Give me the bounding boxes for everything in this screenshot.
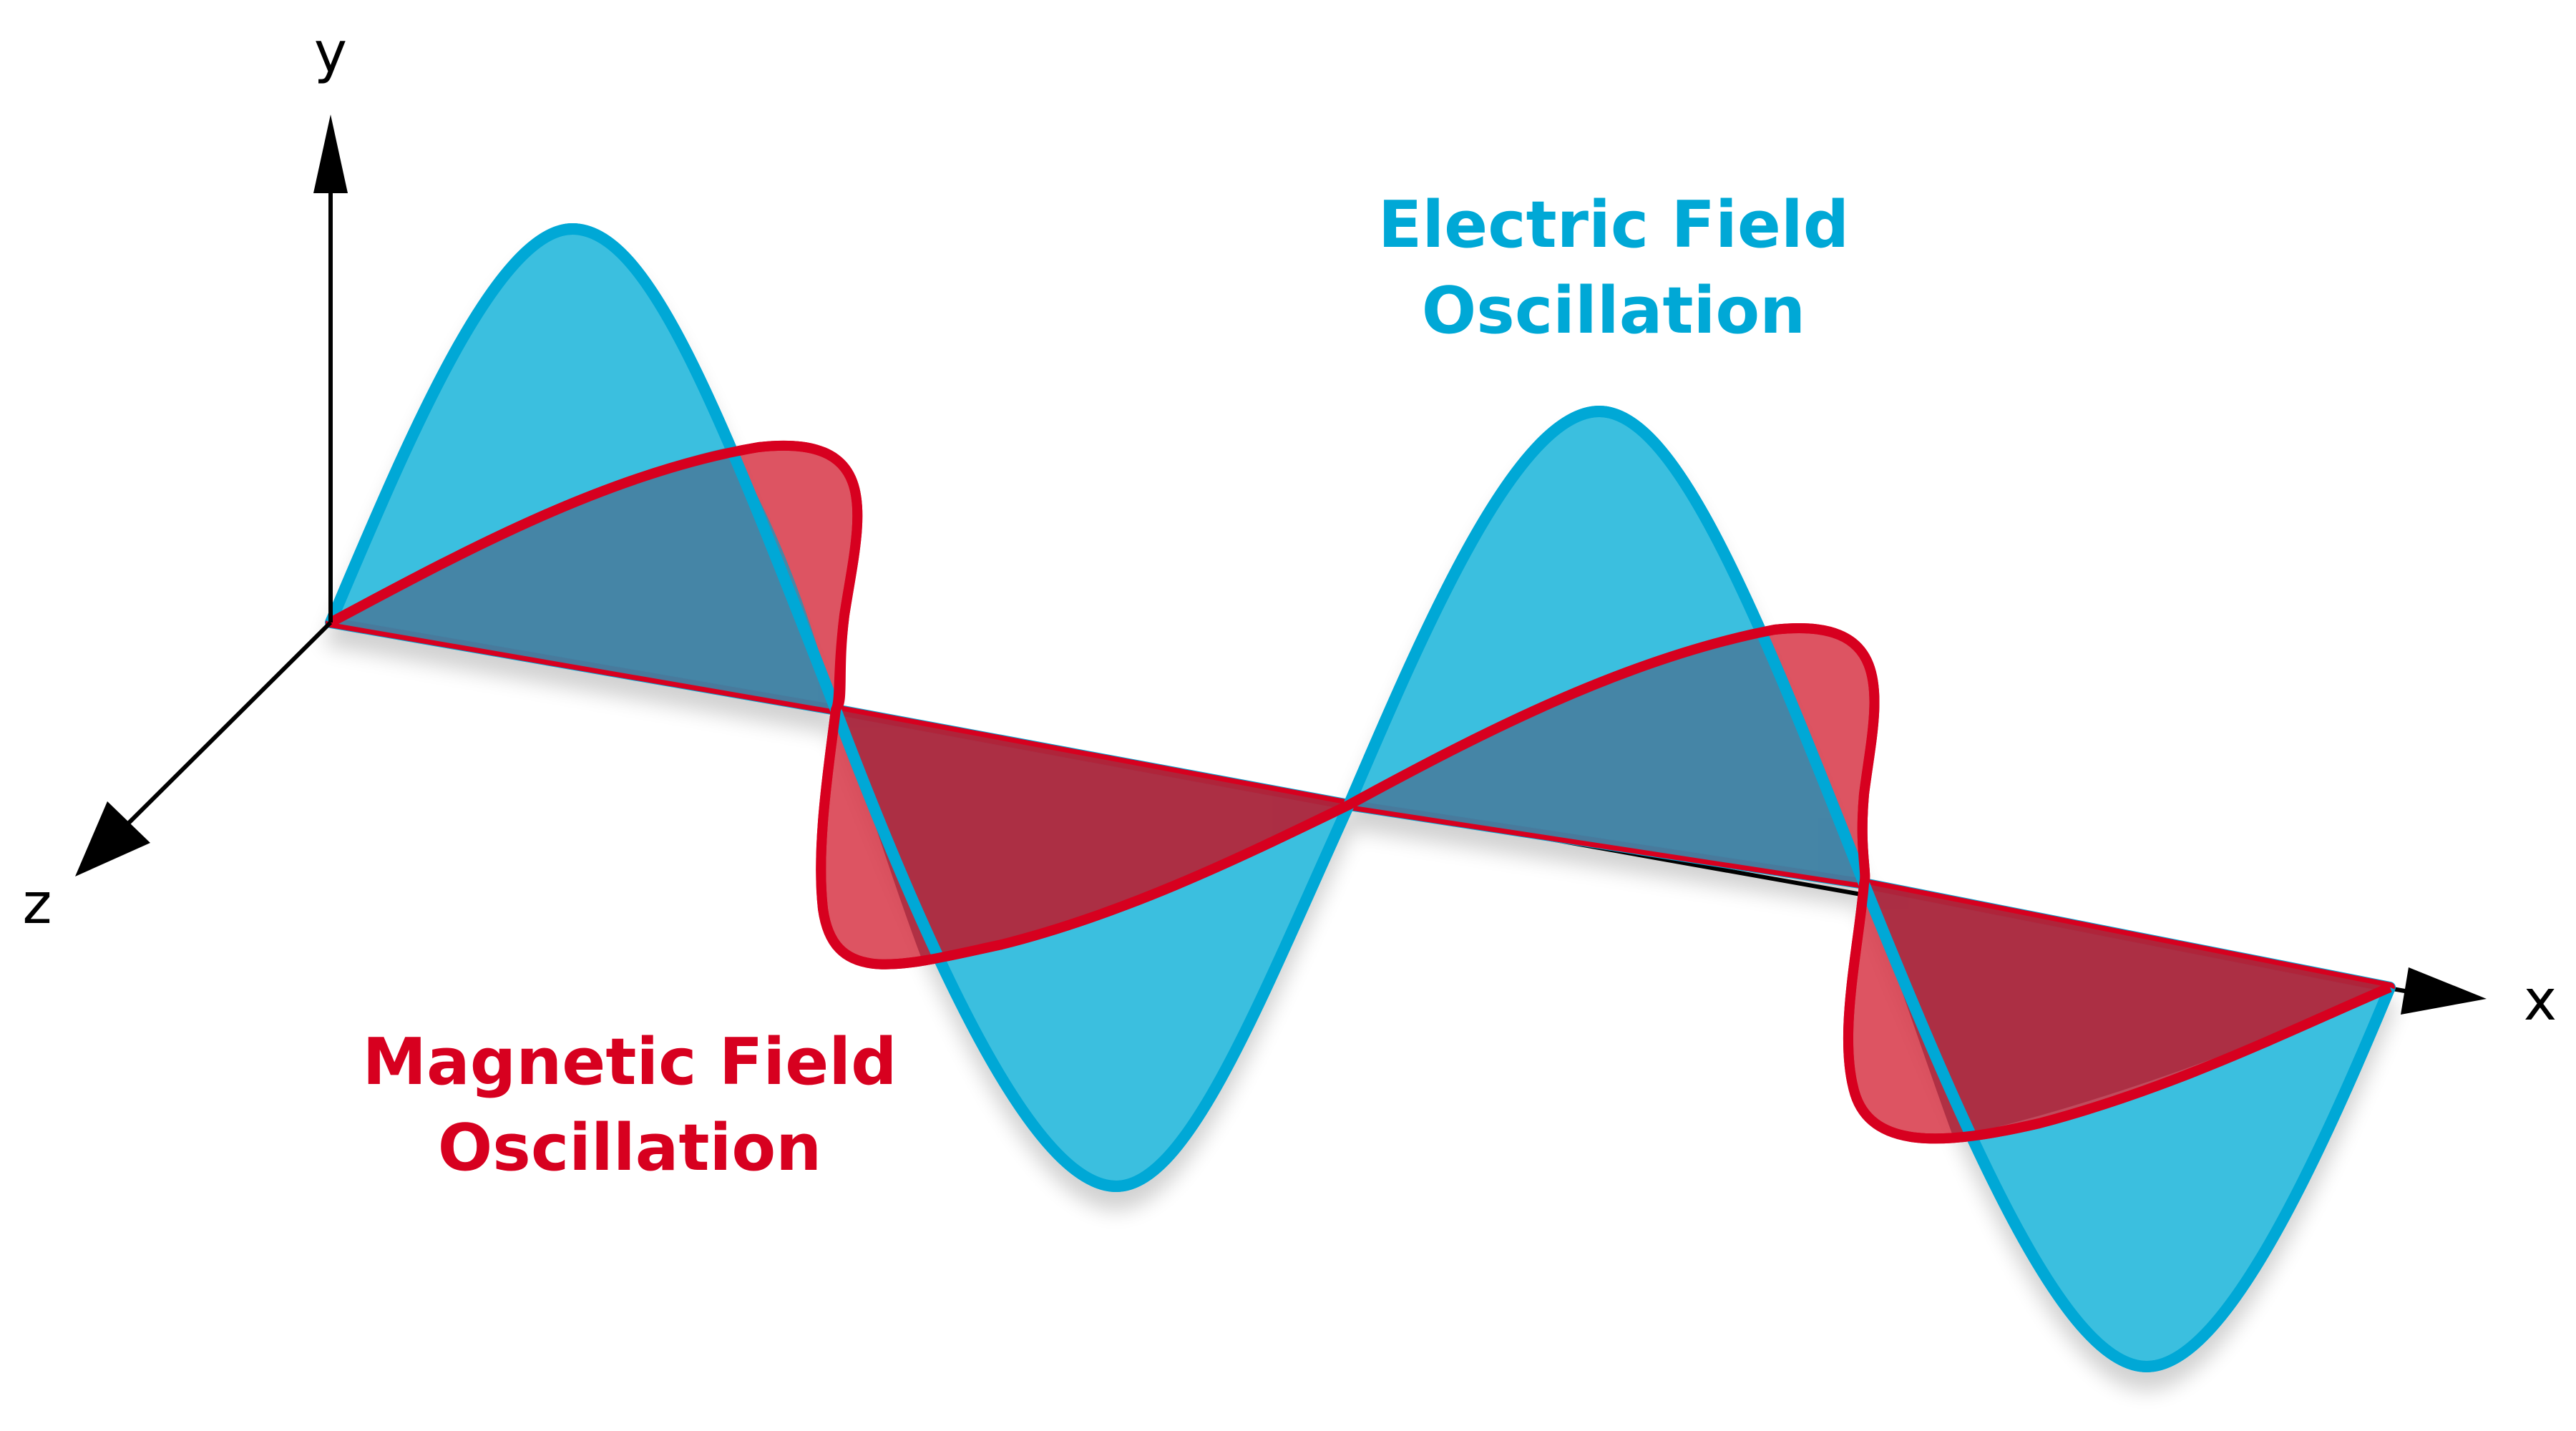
z-axis-arrowhead <box>75 801 150 876</box>
z-axis-label: z <box>23 872 52 937</box>
y-axis-arrowhead <box>313 114 348 193</box>
overlap-region-1 <box>331 447 836 710</box>
field-overlap-regions <box>331 447 2390 1138</box>
z-axis-line <box>119 620 333 832</box>
magnetic-field-label-line1: Magnetic Field <box>362 1025 897 1100</box>
magnetic-field-outline <box>328 441 2392 1144</box>
magnetic-field-label-line2: Oscillation <box>438 1110 821 1186</box>
electric-field-label-line1: Electric Field <box>1378 187 1849 263</box>
electric-field-label-line2: Oscillation <box>1422 273 1805 348</box>
overlap-region-2 <box>1349 631 1864 884</box>
y-axis-label: y <box>314 21 347 85</box>
overlap-region-3 <box>836 710 1349 962</box>
overlap-region-4 <box>1864 884 2390 1138</box>
x-axis-arrowhead <box>2401 967 2487 1015</box>
x-axis-label: x <box>2524 969 2557 1033</box>
